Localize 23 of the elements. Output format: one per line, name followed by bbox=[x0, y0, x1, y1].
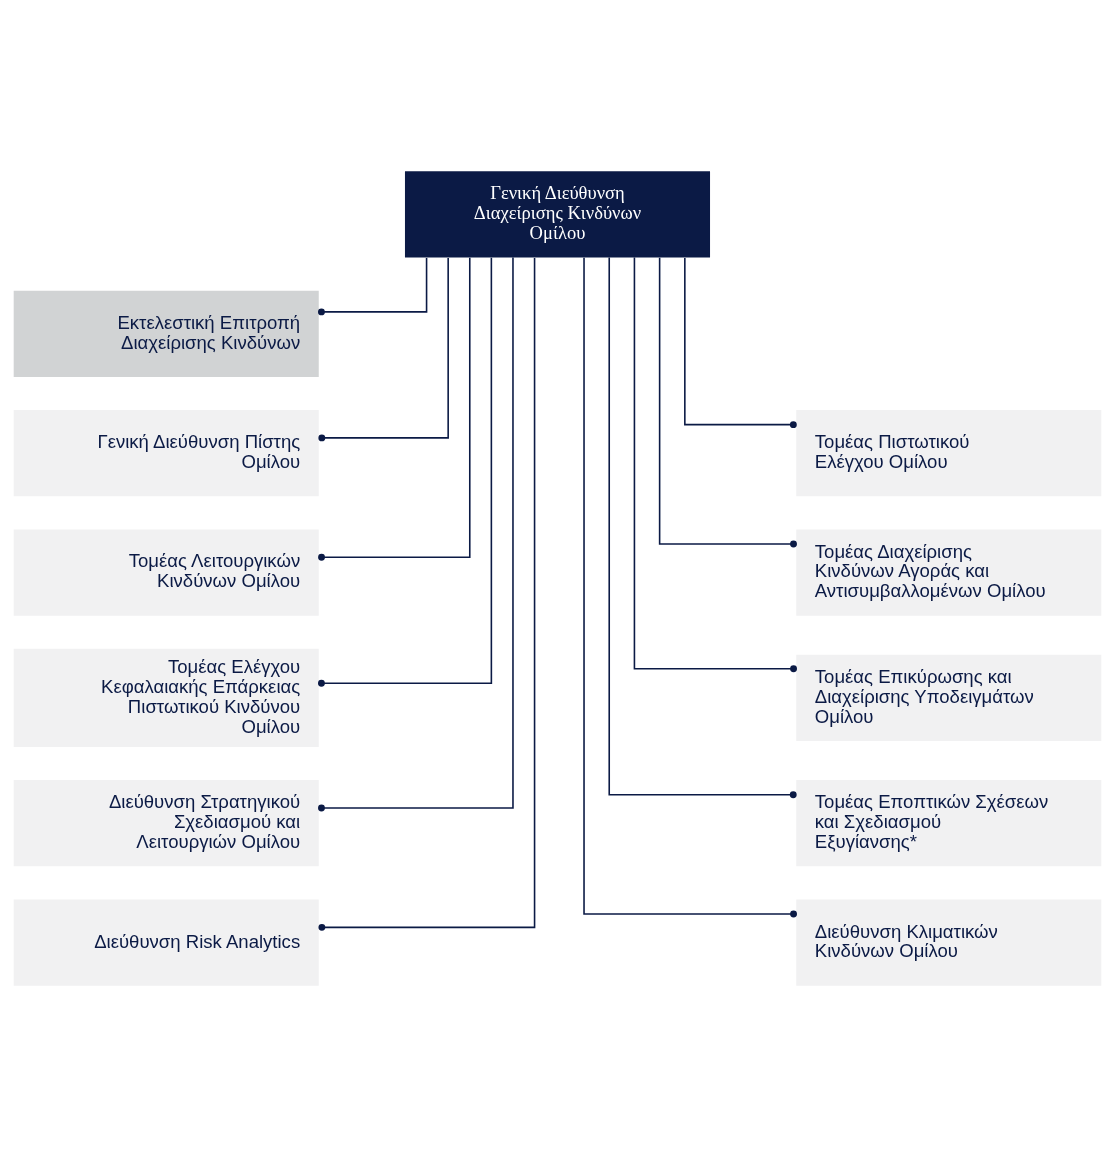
connector bbox=[318, 257, 536, 931]
node-box: Τομέας Πιστωτικού Ελέγχου Ομίλου bbox=[796, 410, 1102, 497]
node-box: Τομέας Λειτουργικών Κινδύνων Ομίλου bbox=[13, 529, 319, 616]
node-box: Διεύθυνση Risk Analytics bbox=[13, 899, 319, 986]
connector bbox=[318, 257, 471, 561]
node-box: Εκτελεστική Επιτροπή Διαχείρισης Κινδύνων bbox=[13, 290, 319, 377]
node-box: Γενική Διεύθυνση Πίστης Ομίλου bbox=[13, 410, 319, 497]
connector bbox=[633, 256, 797, 673]
connector bbox=[658, 257, 797, 548]
connector bbox=[684, 257, 797, 429]
node-box: Διεύθυνση Κλιματικών Κινδύνων Ομίλου bbox=[796, 899, 1102, 986]
node-box: Τομέας Ελέγχου Κεφαλαιακής Επάρκειας Πιστωτικού Κινδύνου Ομίλου bbox=[13, 648, 319, 747]
node-box: Διεύθυνση Στρατηγικού Σχεδιασμού και Λειτουργιών Ομίλου bbox=[13, 780, 319, 867]
connector bbox=[608, 256, 797, 799]
node-box: Τομέας Διαχείρισης Κινδύνων Αγοράς και Αντισυμβαλλομένων Ομίλου bbox=[796, 529, 1102, 616]
connector bbox=[318, 256, 514, 812]
connector bbox=[318, 256, 493, 687]
node-box: Τομέας Επικύρωσης και Διαχείρισης Υποδειγμάτων Ομίλου bbox=[796, 654, 1102, 741]
connector bbox=[318, 257, 428, 316]
node-box: Γενική Διεύθυνση Διαχείρισης Κινδύνων Ομίλου bbox=[404, 171, 711, 258]
connector bbox=[318, 257, 449, 442]
connector bbox=[583, 256, 797, 918]
node-box: Τομέας Εποπτικών Σχέσεων και Σχεδιασμού Εξυγίανσης* bbox=[796, 780, 1102, 867]
